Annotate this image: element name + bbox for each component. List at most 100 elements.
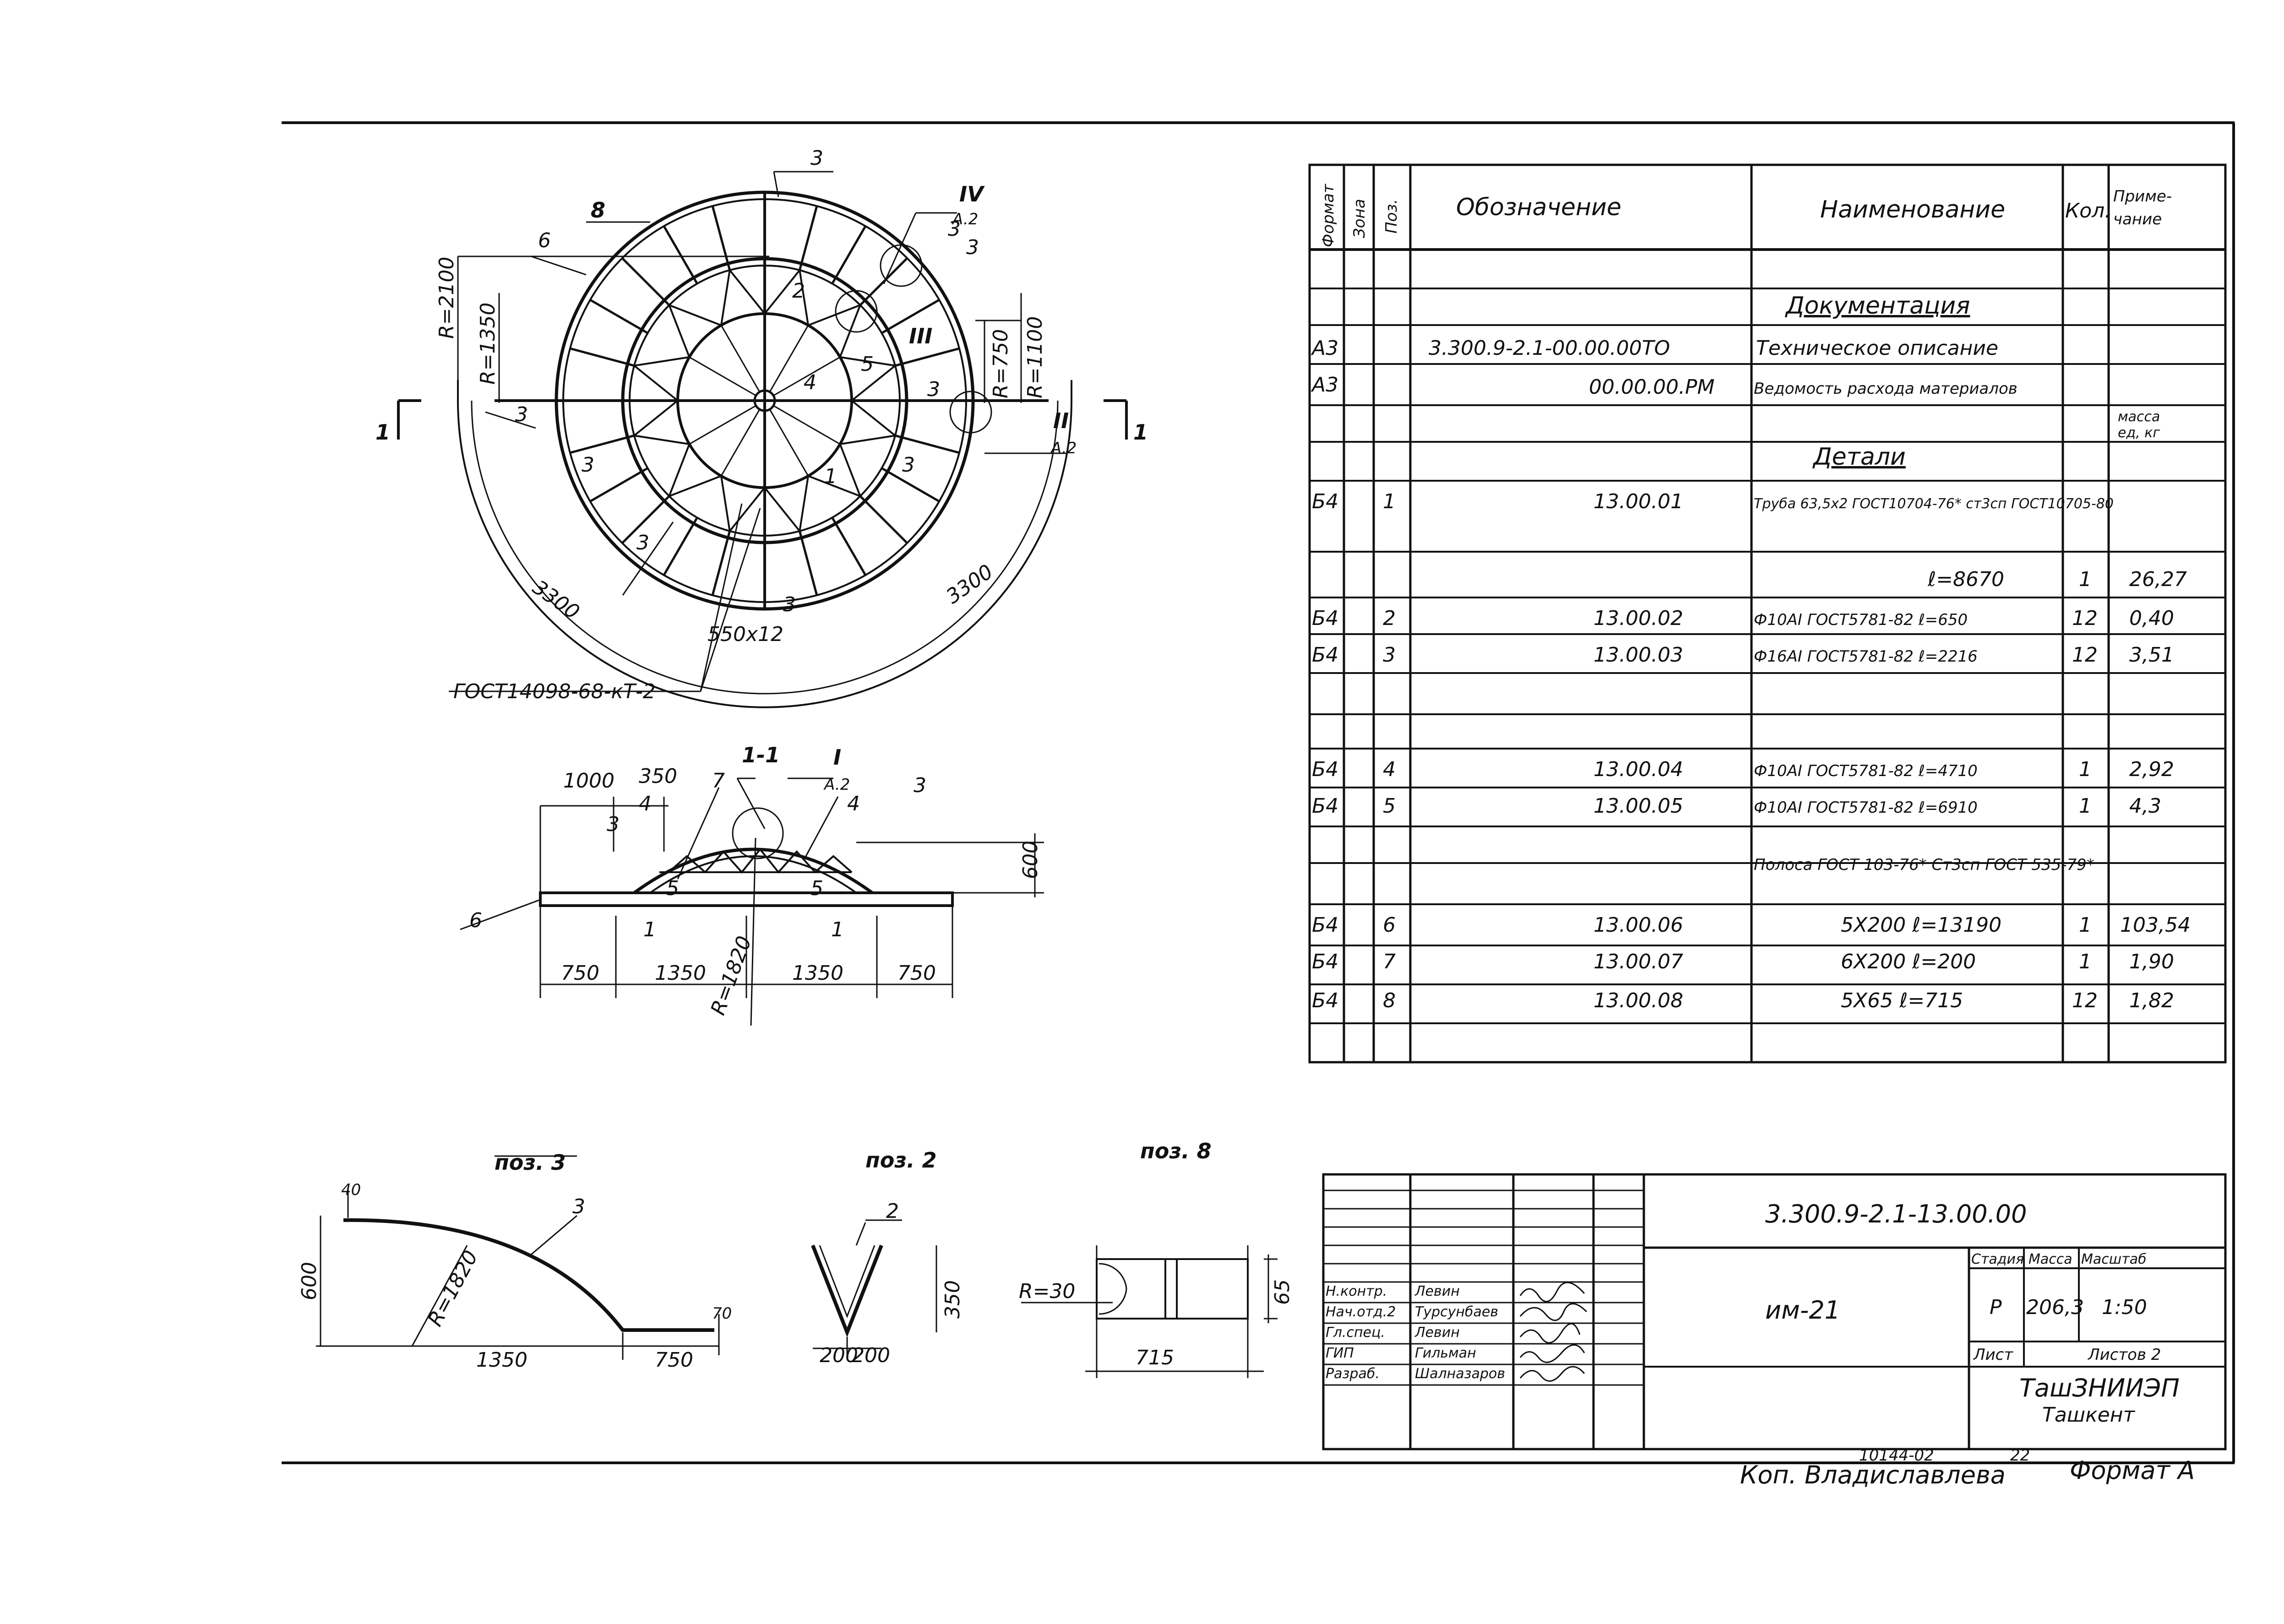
rib-outer bbox=[895, 434, 960, 454]
row4-designation: 13.00.02 bbox=[1593, 607, 1683, 630]
row2-pos: 1 bbox=[1383, 490, 1396, 513]
rib-outer bbox=[570, 434, 635, 454]
pos3-dim-1350: 1350 bbox=[476, 1348, 527, 1372]
rib-outer bbox=[570, 347, 635, 367]
rib-lattice bbox=[839, 444, 861, 497]
rib-lattice bbox=[669, 304, 722, 326]
row2-designation: 13.00.01 bbox=[1593, 490, 1683, 513]
row11-note: 1,82 bbox=[2129, 989, 2174, 1012]
pos3-dim-600: 600 bbox=[298, 1262, 321, 1300]
tb-mass-h: Масса bbox=[2028, 1251, 2072, 1267]
plan-mark-3-g: 3 bbox=[783, 593, 796, 616]
pos2-dim-350: 350 bbox=[941, 1280, 964, 1319]
footer-sheet-no: 22 bbox=[2010, 1446, 2030, 1465]
tb-scale: 1:50 bbox=[2102, 1296, 2147, 1319]
rib-lattice bbox=[634, 435, 690, 445]
row0-format: А3 bbox=[1311, 337, 1338, 360]
section-mark-right: 1 bbox=[1133, 420, 1148, 445]
header-note-2: чание bbox=[2113, 210, 2162, 228]
row6-designation: 13.00.04 bbox=[1593, 758, 1683, 781]
row6-format: Б4 bbox=[1312, 758, 1338, 781]
plan-mark-4: 4 bbox=[804, 371, 816, 394]
row7-pos: 5 bbox=[1383, 794, 1396, 818]
rib-lattice bbox=[840, 435, 896, 445]
rib-lattice bbox=[668, 444, 691, 497]
rib-outer bbox=[831, 517, 867, 576]
rib-outer bbox=[711, 206, 731, 271]
rib-outer bbox=[663, 225, 698, 284]
tb-city: Ташкент bbox=[2042, 1403, 2136, 1427]
row9-designation: 13.00.06 bbox=[1593, 913, 1683, 937]
row4-pos: 2 bbox=[1383, 607, 1396, 630]
section-dim-750-right: 750 bbox=[897, 961, 936, 985]
detail-pos3 bbox=[316, 1155, 720, 1360]
row9-name: 5X200 ℓ=13190 bbox=[1841, 913, 2001, 937]
rib-lattice bbox=[729, 269, 766, 315]
row11-format: Б4 bbox=[1312, 989, 1338, 1012]
row6-note: 2,92 bbox=[2129, 758, 2174, 781]
row6-qty: 1 bbox=[2079, 758, 2092, 781]
tb-person-1: Турсунбаев bbox=[1415, 1304, 1498, 1320]
rib-inner bbox=[769, 325, 809, 392]
section-mark-1-right: 1 bbox=[831, 918, 844, 941]
rib-inner bbox=[689, 356, 756, 396]
pos2-mark: 2 bbox=[886, 1200, 899, 1223]
section-labels: 1-1 I A.2 1000 350 600 R=1820 750 1350 1… bbox=[469, 743, 1042, 1018]
pos2-dim-200-right: 200 bbox=[852, 1344, 890, 1367]
pos8-title: поз. 8 bbox=[1140, 1139, 1212, 1163]
section-dim-1350-right: 1350 bbox=[792, 961, 843, 985]
row9-note: 103,54 bbox=[2120, 913, 2191, 937]
row5-designation: 13.00.03 bbox=[1593, 643, 1683, 667]
detail-pos3-labels: поз. 3 3 40 600 R=1820 1350 750 70 bbox=[298, 1150, 732, 1372]
title-block-text: 3.300.9-2.1-13.00.00 им-21 Стадия Масса … bbox=[1326, 1200, 2180, 1427]
row9-pos: 6 bbox=[1383, 913, 1396, 937]
plan-mark-3-top: 3 bbox=[810, 147, 823, 170]
rib-inner bbox=[773, 405, 841, 445]
plan-mark-1: 1 bbox=[824, 465, 837, 488]
row4-format: Б4 bbox=[1312, 607, 1338, 630]
section-dim-600: 600 bbox=[1019, 841, 1042, 879]
section-mark-3-left: 3 bbox=[607, 813, 620, 836]
row6-name: Ф10АI ГОСТ5781-82 ℓ=4710 bbox=[1754, 762, 1978, 780]
row4-qty: 12 bbox=[2072, 607, 2098, 630]
tb-person-3: Гильман bbox=[1415, 1345, 1476, 1361]
section-mark-6: 6 bbox=[469, 909, 482, 932]
row4-note: 0,40 bbox=[2129, 607, 2174, 630]
pos3-dim-40: 40 bbox=[341, 1181, 361, 1199]
pos3-mark: 3 bbox=[572, 1195, 585, 1218]
row5-name: Ф16АI ГОСТ5781-82 ℓ=2216 bbox=[1754, 647, 1978, 666]
detail-pos2 bbox=[811, 1219, 937, 1355]
sheet-border bbox=[282, 121, 2235, 1464]
tb-sheet-h: Лист bbox=[1973, 1346, 2013, 1364]
footer-copied: Коп. Владиславлева bbox=[1740, 1461, 2006, 1489]
row0-name: Техническое описание bbox=[1756, 337, 1998, 360]
rib-lattice bbox=[634, 356, 690, 367]
radius-1350: R=1350 bbox=[476, 303, 500, 385]
plan-labels: 3 8 6 IV A.2 3 3 2 III 5 4 3 3 3 3 1 3 3… bbox=[375, 147, 1148, 703]
row11-designation: 13.00.08 bbox=[1593, 989, 1683, 1012]
signatures bbox=[1519, 1282, 1588, 1382]
rib-outer bbox=[881, 467, 940, 503]
header-pos: Поз. bbox=[1382, 199, 1401, 234]
rib-outer bbox=[859, 257, 908, 306]
header-name: Наименование bbox=[1820, 196, 2005, 223]
row7-name: Ф10АI ГОСТ5781-82 ℓ=6910 bbox=[1754, 798, 1978, 817]
pos8-dim-715: 715 bbox=[1136, 1346, 1174, 1369]
plan-mark-3-f: 3 bbox=[636, 531, 649, 554]
pos3-dim-70: 70 bbox=[712, 1304, 732, 1323]
section-radius: R=1820 bbox=[706, 933, 756, 1018]
tb-role-2: Гл.спец. bbox=[1326, 1325, 1385, 1341]
title-block bbox=[1322, 1173, 2227, 1450]
detail-pos8 bbox=[1021, 1245, 1278, 1378]
rib-lattice bbox=[808, 304, 861, 326]
tb-code: 3.300.9-2.1-13.00.00 bbox=[1765, 1200, 2027, 1228]
detail-II-circle bbox=[949, 391, 992, 434]
row10-designation: 13.00.07 bbox=[1593, 950, 1683, 973]
header-note-1: Приме- bbox=[2113, 187, 2172, 206]
tb-role-4: Разраб. bbox=[1326, 1366, 1380, 1382]
row10-name: 6X200 ℓ=200 bbox=[1841, 950, 1976, 973]
detail-pos2-labels: поз. 2 2 350 200 200 bbox=[820, 1148, 964, 1367]
plan-mark-3-right: 3 bbox=[927, 378, 940, 401]
row3-name: ℓ=8670 bbox=[1927, 568, 2004, 591]
